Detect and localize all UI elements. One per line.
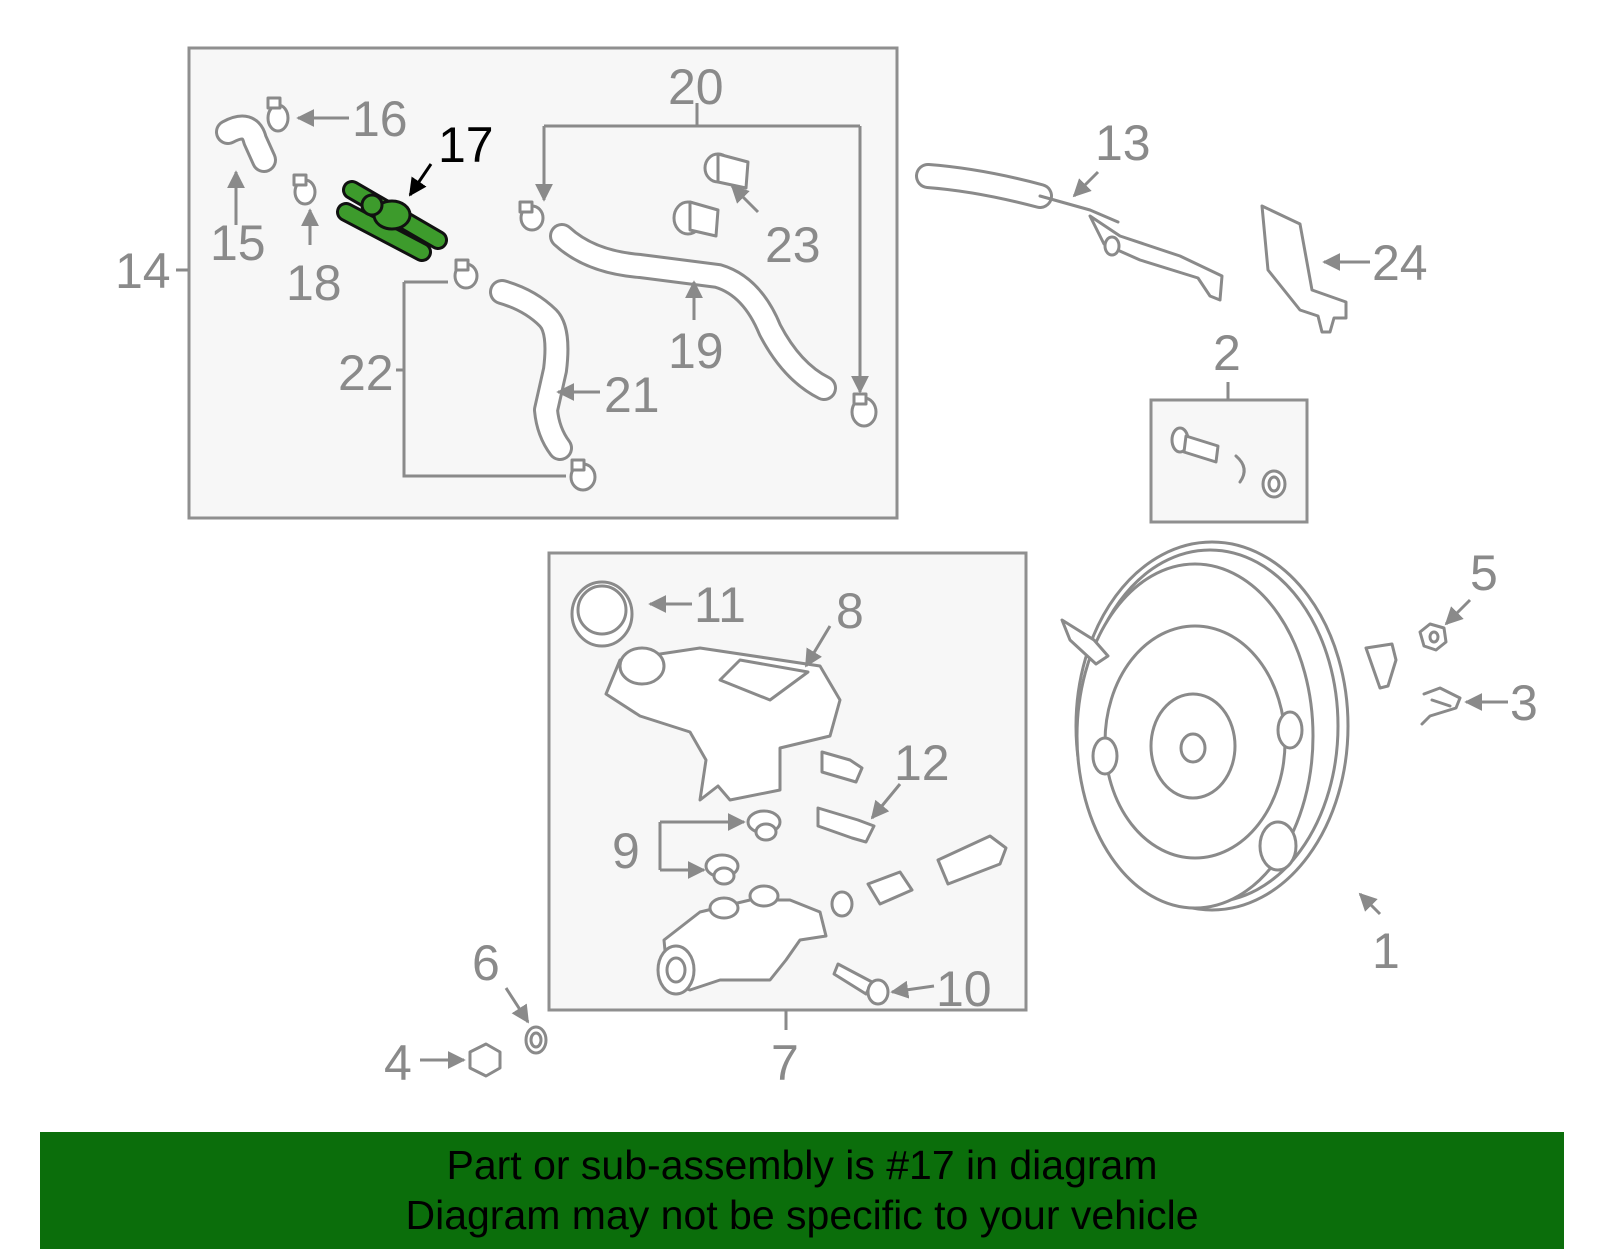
callout-23: 23 <box>765 217 821 273</box>
callout-17: 17 <box>438 117 494 173</box>
callout-21: 21 <box>604 367 660 423</box>
part-8-reservoir[interactable] <box>604 646 864 802</box>
callout-11: 11 <box>694 577 746 633</box>
leader-20-bracket <box>544 103 860 128</box>
banner-line-1: Part or sub-assembly is #17 in diagram <box>446 1142 1158 1188</box>
info-banner: Part or sub-assembly is #17 in diagram D… <box>40 1132 1564 1249</box>
part-19-hose[interactable] <box>549 223 837 401</box>
part-11-reservoir-cap[interactable] <box>570 580 634 648</box>
banner-line-2: Diagram may not be specific to your vehi… <box>405 1192 1199 1238</box>
leader-6 <box>504 987 530 1024</box>
part-master-cylinder-body[interactable] <box>656 834 1008 996</box>
callout-22: 22 <box>338 345 394 401</box>
part-24-bracket[interactable] <box>1260 204 1348 334</box>
callout-9: 9 <box>612 823 640 879</box>
part-9-grommet-b[interactable] <box>704 853 740 886</box>
callout-19: 19 <box>668 323 724 379</box>
part-22-clamp-a[interactable] <box>453 258 479 290</box>
callout-3: 3 <box>1510 675 1538 731</box>
leader-17 <box>408 163 433 197</box>
part-22-clamp-b[interactable] <box>569 458 597 492</box>
callout-14: 14 <box>115 243 171 299</box>
callout-5: 5 <box>1470 545 1498 601</box>
callout-7: 7 <box>771 1035 799 1091</box>
leader-23 <box>730 184 760 214</box>
part-1-brake-booster[interactable] <box>1060 540 1398 912</box>
part-5-nut[interactable] <box>1418 622 1448 652</box>
leader-10 <box>890 980 935 999</box>
leader-9-a <box>658 822 744 870</box>
part-20-clamp-b[interactable] <box>850 392 878 428</box>
leader-13 <box>1072 170 1100 198</box>
leader-12 <box>870 783 902 820</box>
callout-13: 13 <box>1095 115 1151 171</box>
callout-1: 1 <box>1372 923 1400 979</box>
part-10-bolt[interactable] <box>832 962 890 1006</box>
part-4-nut[interactable] <box>468 1042 502 1078</box>
part-13-cable[interactable] <box>915 163 1224 302</box>
callout-16: 16 <box>352 91 408 147</box>
callout-24: 24 <box>1372 235 1428 291</box>
part-20-clamp-a[interactable] <box>518 200 545 232</box>
callout-12: 12 <box>894 735 950 791</box>
bolt-kit-box <box>1149 398 1309 524</box>
callout-8: 8 <box>836 583 864 639</box>
leader-1 <box>1358 892 1382 916</box>
part-12-sensor[interactable] <box>816 806 876 844</box>
leader-22-bracket <box>396 280 566 478</box>
leader-8 <box>804 625 832 668</box>
part-21-hose[interactable] <box>489 279 573 461</box>
part-16-clamp[interactable] <box>266 96 290 133</box>
part-23-connector[interactable] <box>672 152 750 238</box>
part-17-highlighted[interactable] <box>336 180 448 262</box>
part-2-bolt-kit[interactable] <box>1170 426 1287 499</box>
part-6-washer[interactable] <box>524 1025 548 1055</box>
callout-2: 2 <box>1213 325 1241 381</box>
part-3-clip[interactable] <box>1420 686 1462 726</box>
part-15-hose[interactable] <box>215 114 277 173</box>
callout-6: 6 <box>472 935 500 991</box>
callout-20: 20 <box>668 59 724 115</box>
callout-18: 18 <box>286 255 342 311</box>
part-18-clamp[interactable] <box>292 173 317 206</box>
callout-10: 10 <box>936 961 992 1017</box>
callout-4: 4 <box>384 1035 412 1091</box>
leader-5 <box>1444 598 1472 626</box>
callout-15: 15 <box>210 215 266 271</box>
